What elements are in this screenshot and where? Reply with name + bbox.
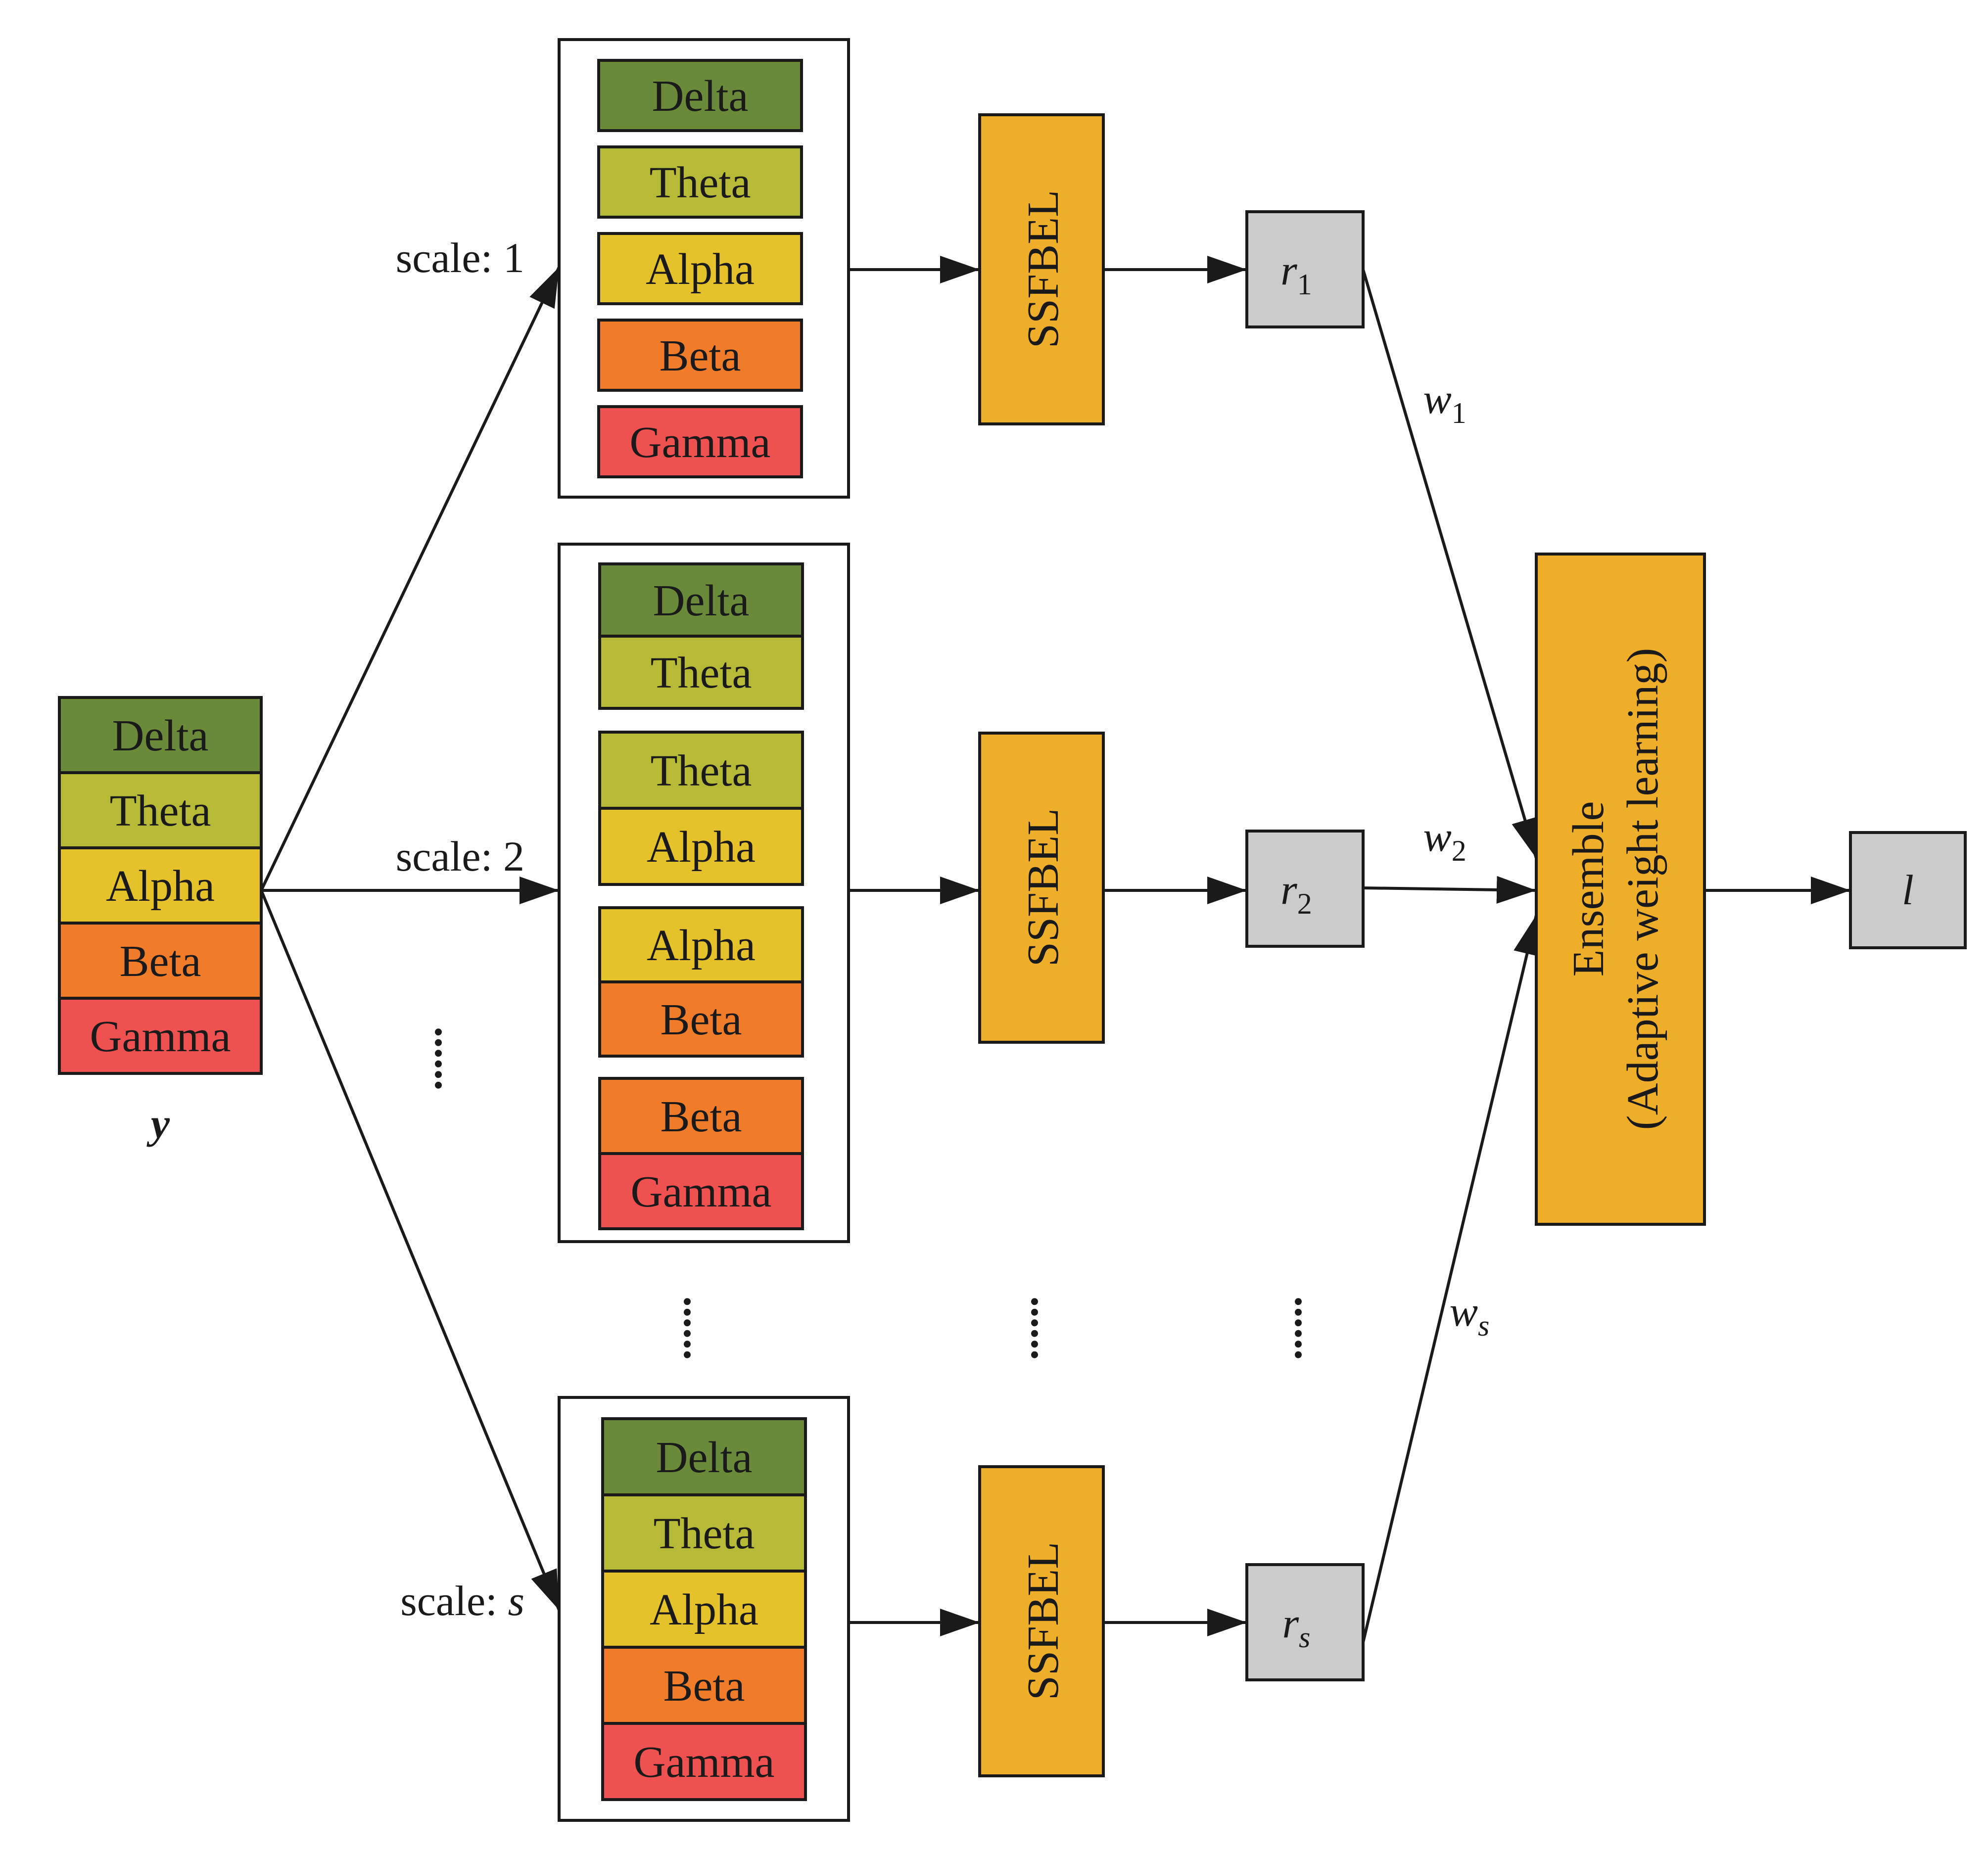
weight-w1-base: w (1423, 375, 1451, 422)
scale-s-band-5-label: Gamma (634, 1738, 775, 1787)
scale-1-group-5-band-1-label: Gamma (630, 418, 771, 467)
input-band-beta-label: Beta (120, 937, 201, 986)
scale-s-band-2-label: Theta (654, 1509, 755, 1558)
input-label-y: y (146, 1100, 170, 1147)
ellipsis-groups: ...... (675, 1297, 722, 1360)
scale-1-prefix: scale: (396, 234, 503, 281)
ssfbel-block-s-label: SSFBEL (1019, 1542, 1068, 1700)
scale-s-value: s (508, 1577, 524, 1624)
scale-1-group-1-band-1-label: Delta (652, 72, 749, 121)
result-rs-label: rs (1282, 1599, 1311, 1654)
arrow-r2-to-ensemble (1363, 876, 1537, 904)
scale-1-group-4: Beta (597, 319, 803, 392)
ssfbel-block-1: SSFBEL (978, 113, 1105, 425)
scale-2-group-3-band-1-label: Alpha (647, 921, 756, 970)
result-rs-sub: s (1299, 1621, 1310, 1654)
result-r1-label: r1 (1280, 246, 1312, 301)
input-band-delta: Delta (58, 696, 263, 774)
scale-2-group-4-band-1-label: Beta (661, 1092, 742, 1141)
scale-1-band-groups: Delta Theta Alpha Beta Gamma (597, 59, 803, 478)
result-r2-sub: 2 (1297, 887, 1312, 920)
scale-2-group-4: Beta Gamma (598, 1077, 804, 1230)
scale-2-group-1: Delta Theta (598, 562, 804, 710)
weight-w1-label: w1 (1423, 375, 1466, 429)
weight-w2-base: w (1423, 813, 1451, 860)
scale-2-value: 2 (503, 833, 524, 880)
input-band-theta: Theta (58, 771, 263, 849)
result-r1-base: r (1280, 246, 1297, 294)
scale-s-band-1-label: Delta (656, 1433, 753, 1482)
input-band-alpha: Alpha (58, 846, 263, 925)
scale-2-group-4-band-2-label: Gamma (631, 1167, 772, 1216)
connector-lines (260, 256, 1850, 1643)
arrow-r1-to-ensemble (1362, 269, 1539, 859)
scale-s-prefix: scale: (400, 1577, 508, 1624)
scale-s-band-3-label: Alpha (650, 1585, 758, 1634)
weight-ws-sub: s (1478, 1309, 1489, 1342)
scale-s-band-4-label: Beta (663, 1662, 745, 1711)
input-band-gamma-label: Gamma (90, 1012, 231, 1061)
result-r2-base: r (1280, 866, 1297, 913)
scale-2-group-2-band-1-label: Theta (651, 746, 752, 795)
result-box-rs: rs (1245, 1563, 1365, 1681)
scale-1-group-2-band-1-label: Theta (650, 158, 751, 207)
output-label: l (1902, 866, 1914, 914)
input-band-stack: Delta Theta Alpha Beta Gamma y (58, 696, 263, 1147)
scale-2-prefix: scale: (396, 833, 503, 880)
input-band-delta-label: Delta (112, 711, 209, 760)
ellipsis-results: ...... (1286, 1297, 1333, 1360)
ensemble-subtitle: (Adaptive weight learning) (1618, 648, 1667, 1130)
scale-s-group-1: Delta Theta Alpha Beta Gamma (601, 1417, 807, 1801)
result-r2-label: r2 (1280, 866, 1312, 920)
weight-ws-label: ws (1450, 1288, 1490, 1342)
scale-2-label: scale: 2 (396, 833, 524, 880)
result-box-r1: r1 (1245, 210, 1365, 328)
scale-1-group-3-band-1-label: Alpha (646, 245, 755, 294)
scale-2-group-1-band-1-label: Delta (653, 576, 750, 625)
input-band-gamma: Gamma (58, 997, 263, 1075)
input-band-beta: Beta (58, 922, 263, 1000)
ensemble-block: Ensemble (Adaptive weight learning) (1535, 553, 1706, 1226)
scale-1-group-4-band-1-label: Beta (660, 331, 741, 380)
input-band-theta-label: Theta (110, 787, 211, 835)
input-band-alpha-label: Alpha (106, 862, 215, 911)
arrow-input-to-scale-s (260, 889, 561, 1611)
scale-1-group-3: Alpha (597, 232, 803, 305)
ssfbel-block-s: SSFBEL (978, 1465, 1105, 1777)
scale-2-group-3-band-2-label: Beta (661, 995, 742, 1044)
ellipsis-scales: ...... (426, 1027, 473, 1091)
ssfbel-block-2: SSFBEL (978, 732, 1105, 1044)
scale-2-group-2-band-2-label: Alpha (647, 823, 756, 872)
ensemble-title: Ensemble (1564, 801, 1613, 977)
result-r1-sub: 1 (1297, 268, 1312, 301)
scale-s-label: scale: s (400, 1577, 524, 1624)
weight-w1-sub: 1 (1452, 397, 1467, 429)
arrow-input-to-scale-1 (260, 266, 561, 891)
scale-1-group-5: Gamma (597, 405, 803, 478)
ellipsis-ssfbel: ...... (1022, 1297, 1070, 1360)
scale-s-band-groups: Delta Theta Alpha Beta Gamma (601, 1417, 807, 1801)
ssfbel-block-2-label: SSFBEL (1019, 808, 1068, 967)
weight-w2-sub: 2 (1452, 834, 1467, 867)
scale-1-group-1: Delta (597, 59, 803, 132)
scale-2-group-1-band-2-label: Theta (651, 649, 752, 697)
scale-1-label: scale: 1 (396, 234, 524, 281)
output-box: l (1849, 831, 1967, 949)
arrow-rs-to-ensemble (1362, 915, 1541, 1643)
weight-ws-base: w (1450, 1288, 1478, 1335)
scale-1-group-2: Theta (597, 145, 803, 219)
scale-2-group-3: Alpha Beta (598, 906, 804, 1058)
weight-w2-label: w2 (1423, 813, 1466, 867)
scale-2-group-2: Theta Alpha (598, 731, 804, 886)
ssfbel-block-1-label: SSFBEL (1019, 190, 1068, 348)
scale-2-band-groups: Delta Theta Theta Alpha Alpha Beta Beta … (598, 562, 804, 1230)
scale-1-value: 1 (503, 234, 524, 281)
result-rs-base: r (1282, 1599, 1299, 1647)
result-box-r2: r2 (1245, 830, 1365, 948)
